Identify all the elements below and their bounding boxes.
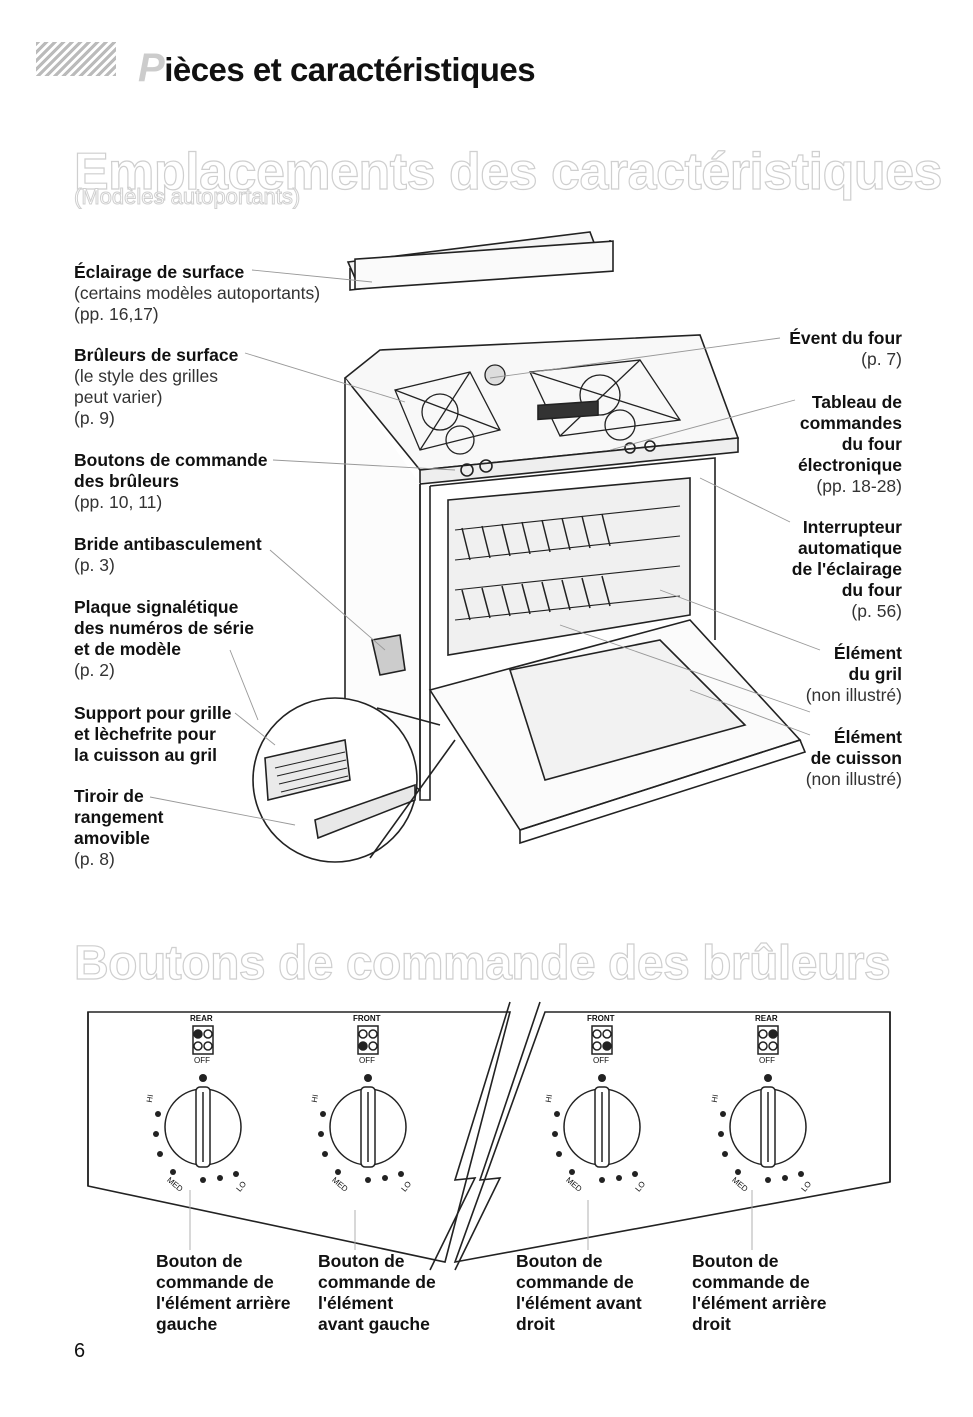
- knob-left-front[interactable]: FRONT OFF HI MED LO: [309, 1014, 423, 1204]
- page-title: Pièces et caractéristiques: [138, 46, 536, 90]
- knob-hi-label: HI: [543, 1093, 555, 1104]
- callout-bake-element: Élément de cuisson (non illustré): [805, 727, 902, 789]
- callout-surface-burners: Brûleurs de surface (le style des grille…: [74, 345, 239, 428]
- callout-surface-light: Éclairage de surface (certains modèles a…: [74, 262, 321, 324]
- callout-broil-element: Élément du gril (non illustré): [805, 643, 902, 705]
- knob-hi-label: HI: [309, 1093, 321, 1104]
- callout-light-switch: Interrupteur automatique de l'éclairage …: [791, 517, 902, 621]
- knob-position-label: REAR: [190, 1014, 213, 1023]
- knob-right-rear[interactable]: REAR OFF HI MED LO: [709, 1014, 823, 1204]
- section-subtitle-models: (Modèles autoportants): [73, 184, 301, 210]
- section-title-features: Emplacements des caractéristiques: [73, 142, 943, 201]
- knob-left-rear[interactable]: REAR OFF HI MED LO: [144, 1014, 258, 1204]
- callout-broiler-pan-holder: Support pour grille et lèchefrite pour l…: [74, 703, 232, 765]
- knob-right-front[interactable]: FRONT OFF HI MED LO: [543, 1014, 657, 1204]
- knob-position-label: FRONT: [353, 1014, 381, 1023]
- knob-off-label: OFF: [359, 1056, 375, 1065]
- knob-off-label: OFF: [593, 1056, 609, 1065]
- callout-electronic-control: Tableau de commandes du four électroniqu…: [797, 392, 902, 496]
- header-decoration: [36, 42, 116, 76]
- callout-serial-plate: Plaque signalétique des numéros de série…: [74, 597, 254, 680]
- knob-hi-label: HI: [709, 1093, 721, 1104]
- callout-oven-vent: Évent du four (p. 7): [789, 328, 902, 369]
- knob-position-label: FRONT: [587, 1014, 615, 1023]
- callout-burner-knobs: Boutons de commande des brûleurs (pp. 10…: [74, 450, 268, 512]
- knob-off-label: OFF: [759, 1056, 775, 1065]
- knob-position-label: REAR: [755, 1014, 778, 1023]
- callout-anti-tip-bracket: Bride antibasculement (p. 3): [74, 534, 262, 575]
- callout-storage-drawer: Tiroir de rangement amovible (p. 8): [74, 786, 164, 869]
- knob-off-label: OFF: [194, 1056, 210, 1065]
- knob-hi-label: HI: [144, 1093, 156, 1104]
- page-number: 6: [74, 1340, 86, 1362]
- section-title-burner-knobs: Boutons de commande des brûleurs: [73, 936, 891, 990]
